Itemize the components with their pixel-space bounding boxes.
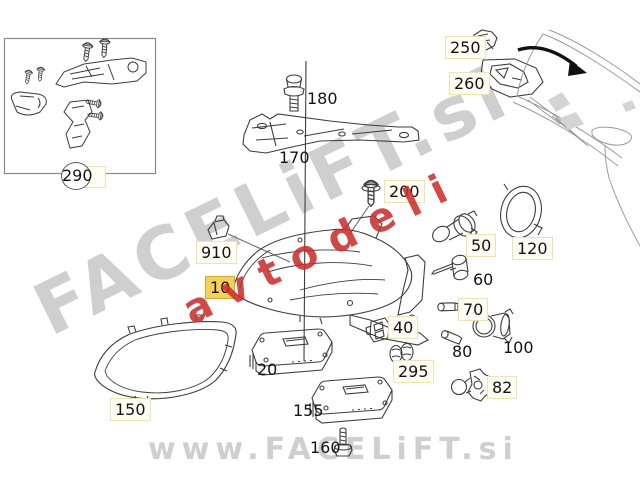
part-label-295[interactable]: 295 bbox=[393, 360, 434, 383]
part-label-20[interactable]: 20 bbox=[257, 360, 278, 379]
car-sketch bbox=[512, 29, 640, 247]
part-label-180[interactable]: 180 bbox=[307, 89, 338, 108]
part-label-155[interactable]: 155 bbox=[293, 401, 324, 420]
part-label-40[interactable]: 40 bbox=[388, 316, 419, 339]
part-70-drawing bbox=[437, 302, 459, 312]
part-label-100[interactable]: 100 bbox=[503, 338, 534, 357]
part-150-drawing bbox=[94, 314, 237, 403]
part-80-drawing bbox=[440, 330, 463, 345]
part-label-150[interactable]: 150 bbox=[110, 398, 151, 421]
part-label-160[interactable]: 160 bbox=[310, 438, 341, 457]
part-label-10[interactable]: 10 bbox=[205, 276, 236, 299]
part-120-drawing bbox=[500, 183, 543, 239]
part-40-drawing bbox=[365, 317, 390, 343]
part-label-80[interactable]: 80 bbox=[452, 342, 473, 361]
part-10-drawing bbox=[232, 215, 429, 346]
part-910-drawing bbox=[207, 215, 291, 263]
part-260-drawing bbox=[480, 58, 544, 98]
arrow-to-windshield bbox=[517, 46, 587, 76]
part-label-200[interactable]: 200 bbox=[384, 180, 425, 203]
part-180-drawing bbox=[283, 74, 305, 112]
part-label-910[interactable]: 910 bbox=[196, 241, 237, 264]
part-label-170[interactable]: 170 bbox=[279, 148, 310, 167]
part-label-82[interactable]: 82 bbox=[487, 376, 518, 399]
part-label-70[interactable]: 70 bbox=[458, 298, 489, 321]
part-label-50[interactable]: 50 bbox=[466, 234, 497, 257]
part-82-drawing bbox=[450, 368, 493, 402]
part-60-drawing bbox=[430, 254, 469, 281]
part-label-60[interactable]: 60 bbox=[473, 270, 494, 289]
part-label-250[interactable]: 250 bbox=[445, 36, 486, 59]
part-label-120[interactable]: 120 bbox=[512, 237, 553, 260]
part-label-290[interactable]: 290 bbox=[61, 162, 93, 190]
part-20-drawing bbox=[249, 60, 333, 376]
part-160-drawing bbox=[333, 427, 353, 457]
part-200-drawing bbox=[348, 179, 381, 236]
inset-kit-parts bbox=[10, 37, 147, 149]
part-50-drawing bbox=[432, 210, 478, 243]
part-155-drawing bbox=[309, 376, 393, 424]
part-170-drawing bbox=[242, 113, 420, 154]
part-label-260[interactable]: 260 bbox=[449, 72, 490, 95]
